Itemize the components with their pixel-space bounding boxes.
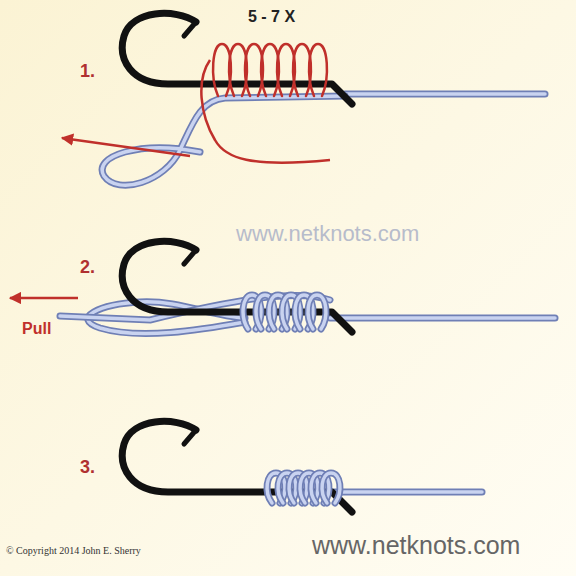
line-wrap (322, 473, 340, 503)
line-wrap (309, 44, 327, 96)
hook-barb (184, 250, 196, 264)
hook-barb (184, 430, 196, 444)
hook-barb (184, 22, 196, 36)
step-two (10, 241, 555, 333)
line-wrap (308, 295, 326, 329)
watermark: www.netknots.com (236, 222, 419, 246)
line-wrap (322, 473, 340, 503)
fish-hook (122, 13, 352, 104)
step-three (122, 421, 482, 512)
step-one (62, 13, 545, 185)
step-number: 3. (80, 458, 95, 478)
watermark: www.netknots.com (312, 532, 520, 560)
pull-label: Pull (22, 320, 51, 338)
step-number: 2. (80, 258, 95, 278)
fish-hook (122, 241, 352, 332)
fish-hook (122, 421, 352, 512)
step-number: 1. (80, 62, 95, 82)
line-wrap (308, 295, 326, 329)
copyright-note: © Copyright 2014 John E. Sherry (6, 545, 141, 556)
turn-count: 5 - 7 X (248, 8, 295, 26)
